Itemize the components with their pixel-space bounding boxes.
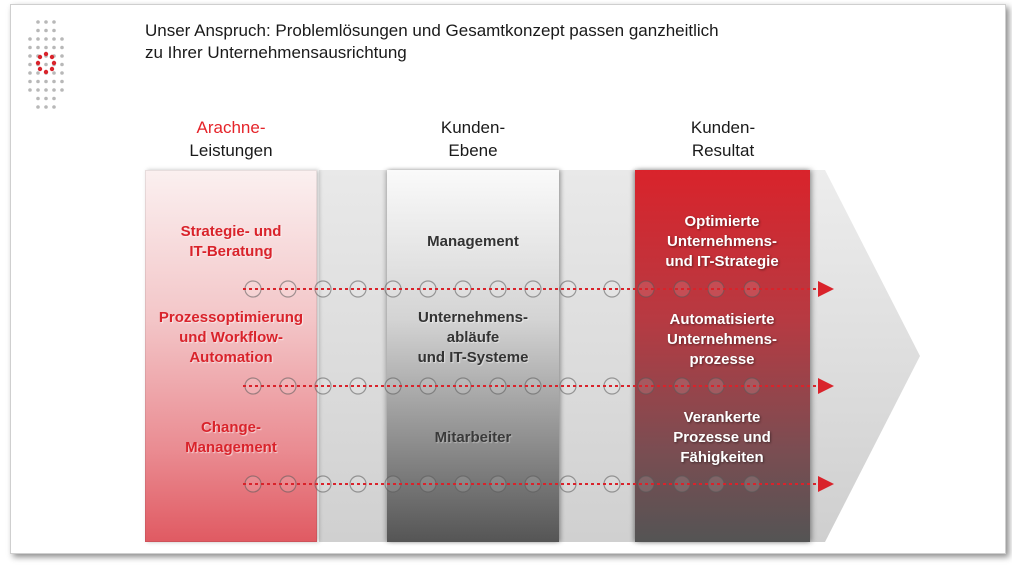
title-line-2: zu Ihrer Unternehmensausrichtung bbox=[145, 43, 407, 62]
item-line: und IT-Strategie bbox=[665, 253, 779, 270]
item-line: Fähigkeiten bbox=[680, 449, 764, 466]
result-item-faehigkeiten: Verankerte Prozesse und Fähigkeiten bbox=[636, 408, 808, 468]
item-line: IT-Beratung bbox=[189, 243, 273, 260]
column-heading-arachne-leistungen: Arachne- Leistungen bbox=[146, 116, 316, 162]
item-line: Automatisierte bbox=[669, 311, 775, 328]
item-line: Unternehmens- bbox=[666, 233, 778, 250]
level-item-unternehmensablaeufe: Unternehmens- abläufe und IT-Systeme bbox=[387, 308, 559, 368]
gap-band bbox=[559, 170, 635, 542]
service-item-strategie: Strategie- und IT-Beratung bbox=[145, 222, 317, 262]
heading-line: Ebene bbox=[448, 141, 498, 160]
heading-line: Resultat bbox=[691, 141, 755, 160]
heading-line: Kunden- bbox=[690, 118, 756, 137]
item-line: Optimierte bbox=[684, 213, 760, 230]
column-heading-kunden-ebene: Kunden- Ebene bbox=[388, 116, 558, 162]
item-line: Unternehmens- bbox=[417, 309, 529, 326]
heading-line: Kunden- bbox=[440, 118, 506, 137]
gap-band bbox=[319, 170, 387, 542]
item-line: Unternehmens- bbox=[666, 331, 778, 348]
item-line: Prozesse und bbox=[673, 429, 771, 446]
item-line: Verankerte bbox=[683, 409, 761, 426]
item-line: Management bbox=[427, 233, 519, 250]
heading-line: Leistungen bbox=[189, 141, 273, 160]
result-item-strategie: Optimierte Unternehmens- und IT-Strategi… bbox=[636, 212, 808, 272]
heading-line: Arachne- bbox=[196, 118, 266, 137]
item-line: Management bbox=[185, 439, 277, 456]
service-item-change-management: Change- Management bbox=[145, 418, 317, 458]
logo-icon bbox=[28, 20, 64, 109]
item-line: Prozessoptimierung bbox=[158, 309, 304, 326]
column-heading-kunden-resultat: Kunden- Resultat bbox=[638, 116, 808, 162]
item-line: und Workflow- bbox=[179, 329, 283, 346]
item-line: abläufe bbox=[446, 329, 500, 346]
page-title: Unser Anspruch: Problemlösungen und Gesa… bbox=[145, 20, 925, 64]
item-line: prozesse bbox=[689, 351, 755, 368]
item-line: Mitarbeiter bbox=[434, 429, 512, 446]
level-item-management: Management bbox=[387, 232, 559, 252]
title-line-1: Unser Anspruch: Problemlösungen und Gesa… bbox=[145, 21, 719, 40]
item-line: Strategie- und bbox=[180, 223, 282, 240]
item-line: Automation bbox=[189, 349, 273, 366]
service-item-prozessoptimierung: Prozessoptimierung und Workflow- Automat… bbox=[145, 308, 317, 368]
result-item-prozesse: Automatisierte Unternehmens- prozesse bbox=[636, 310, 808, 370]
arrow-head-shape bbox=[810, 170, 920, 542]
level-item-mitarbeiter: Mitarbeiter bbox=[387, 428, 559, 448]
item-line: und IT-Systeme bbox=[417, 349, 529, 366]
item-line: Change- bbox=[201, 419, 261, 436]
